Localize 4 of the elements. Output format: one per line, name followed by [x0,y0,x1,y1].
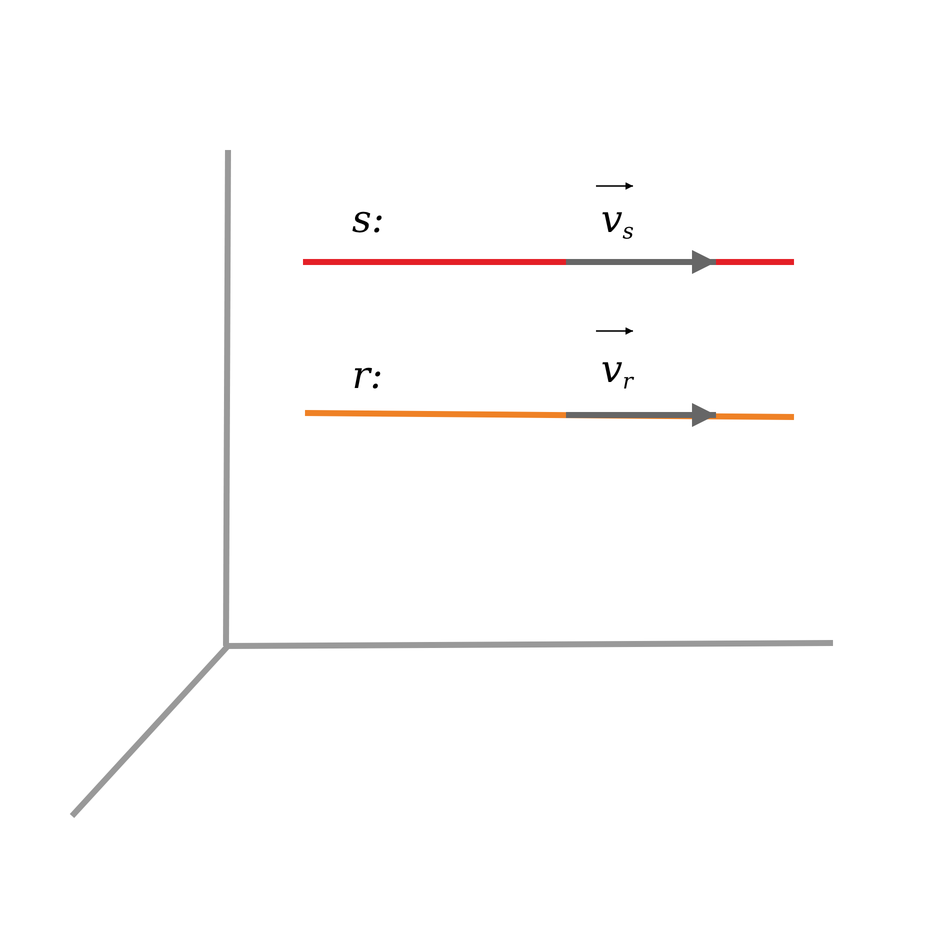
line-name: r: [352,356,383,394]
vector-label: v$_{r}$ [601,350,633,394]
vector-label: v$_{s}$ [601,200,634,244]
line-name: s: [352,200,384,238]
